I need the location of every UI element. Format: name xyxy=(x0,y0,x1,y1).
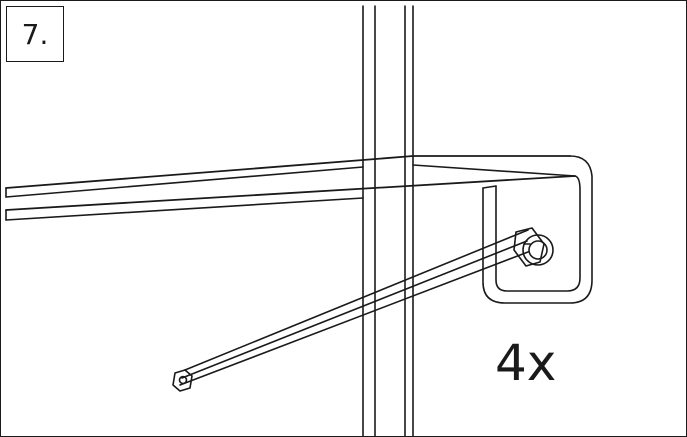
screw-head-icon xyxy=(523,235,553,265)
horizontal-rail xyxy=(6,156,575,220)
hex-key-icon xyxy=(173,228,544,391)
vertical-upright xyxy=(363,6,413,437)
mounting-bracket-icon xyxy=(483,156,592,303)
quantity-label: 4x xyxy=(495,334,557,392)
step-number: 7. xyxy=(6,6,64,62)
